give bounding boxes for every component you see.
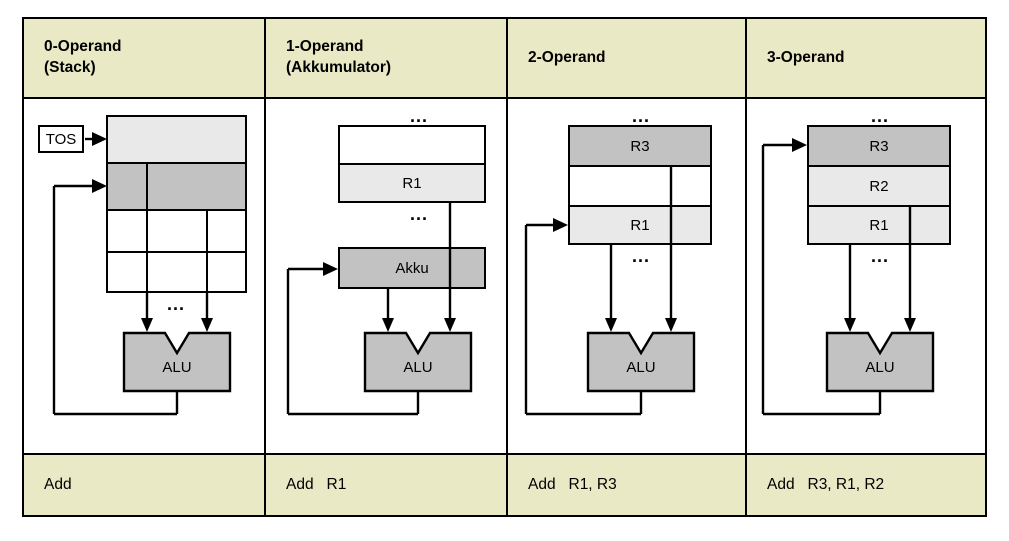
header-cell-2-operand: 2-Operand (508, 19, 747, 99)
alu-svg-stack (52, 132, 232, 416)
stack-separator-right (206, 209, 208, 291)
instruction-row: Add Add R1 Add R1, R3 Add R3, R1, R2 (24, 453, 985, 515)
stack-diagram: TOS (24, 99, 264, 453)
header-label-1-operand: 1-Operand (Akkumulator) (286, 38, 392, 76)
instruction-label-3-operand: Add R3, R1, R2 (767, 476, 885, 493)
regfile-ellipsis-bottom-accu: ... (410, 204, 429, 224)
tos-label: TOS (45, 130, 77, 148)
instruction-cell-2-operand: Add R1, R3 (508, 453, 747, 515)
regfile-ellipsis-bottom-2op: ... (632, 246, 651, 266)
regfile-ellipsis-top-accu: ... (410, 106, 429, 126)
regfile-ellipsis-top-2op: ... (632, 106, 651, 126)
stack-separator-left (146, 164, 148, 291)
instruction-label-2-operand: Add R1, R3 (528, 476, 617, 493)
instruction-cell-1-operand: Add R1 (266, 453, 508, 515)
alu-svg-2op (524, 165, 696, 416)
accumulator-diagram: ... R1 ... Akku (266, 99, 506, 453)
regfile-cell-r1-2op-label: R1 (630, 216, 650, 234)
header-label-0-operand: 0-Operand (Stack) (44, 38, 122, 76)
regfile-ellipsis-bottom-3op: ... (871, 246, 890, 266)
header-cell-0-operand: 0-Operand (Stack) (24, 19, 266, 99)
header-row: 0-Operand (Stack) 1-Operand (Akkumulator… (24, 19, 985, 99)
two-operand-diagram: ... R3 R1 ... (508, 99, 745, 453)
diagram-row: TOS (24, 99, 985, 453)
header-cell-1-operand: 1-Operand (Akkumulator) (266, 19, 508, 99)
alu-svg-accu (286, 203, 473, 416)
regfile-cell-r1-2op: R1 (568, 205, 712, 245)
regfile-cell-r3-3op-label: R3 (869, 137, 889, 155)
header-label-2-operand: 2-Operand (528, 48, 606, 66)
regfile-cell-r1-accu-label: R1 (402, 174, 422, 192)
instruction-label-0-operand: Add (44, 476, 72, 493)
regfile-cell-r2-3op: R2 (807, 165, 951, 205)
regfile-cell-r1-3op: R1 (807, 205, 951, 245)
regfile-cell-empty-2op (568, 165, 712, 205)
regfile-cell-r3-3op: R3 (807, 125, 951, 165)
stack-cell-0 (106, 115, 247, 162)
operand-comparison-table: 0-Operand (Stack) 1-Operand (Akkumulator… (22, 17, 987, 517)
header-label-3-operand: 3-Operand (767, 48, 845, 66)
instruction-cell-0-operand: Add (24, 453, 266, 515)
instruction-label-1-operand: Add R1 (286, 476, 347, 493)
regfile-cell-r3-2op-label: R3 (630, 137, 650, 155)
diagram-cell-three-operand: ... R3 R2 R1 ... (747, 99, 985, 453)
instruction-cell-3-operand: Add R3, R1, R2 (747, 453, 985, 515)
stack-cell-3 (106, 251, 247, 293)
regfile-cell-r2-3op-label: R2 (869, 177, 889, 195)
accumulator-label: Akku (395, 259, 429, 277)
regfile-cell-empty-accu (338, 125, 486, 163)
diagram-cell-two-operand: ... R3 R1 ... (508, 99, 747, 453)
tos-label-box: TOS (38, 125, 84, 153)
header-cell-3-operand: 3-Operand (747, 19, 985, 99)
three-operand-diagram: ... R3 R2 R1 ... (747, 99, 985, 453)
diagram-cell-accumulator: ... R1 ... Akku (266, 99, 508, 453)
accumulator-box: Akku (338, 247, 486, 289)
regfile-cell-r3-2op: R3 (568, 125, 712, 165)
diagram-cell-stack: TOS (24, 99, 266, 453)
alu-svg-3op (761, 138, 935, 416)
stack-cell-1 (106, 162, 247, 209)
regfile-cell-r1-accu: R1 (338, 163, 486, 203)
stack-cell-2 (106, 209, 247, 251)
stack-ellipsis: ... (167, 294, 186, 314)
regfile-ellipsis-top-3op: ... (871, 106, 890, 126)
regfile-cell-r1-3op-label: R1 (869, 216, 889, 234)
